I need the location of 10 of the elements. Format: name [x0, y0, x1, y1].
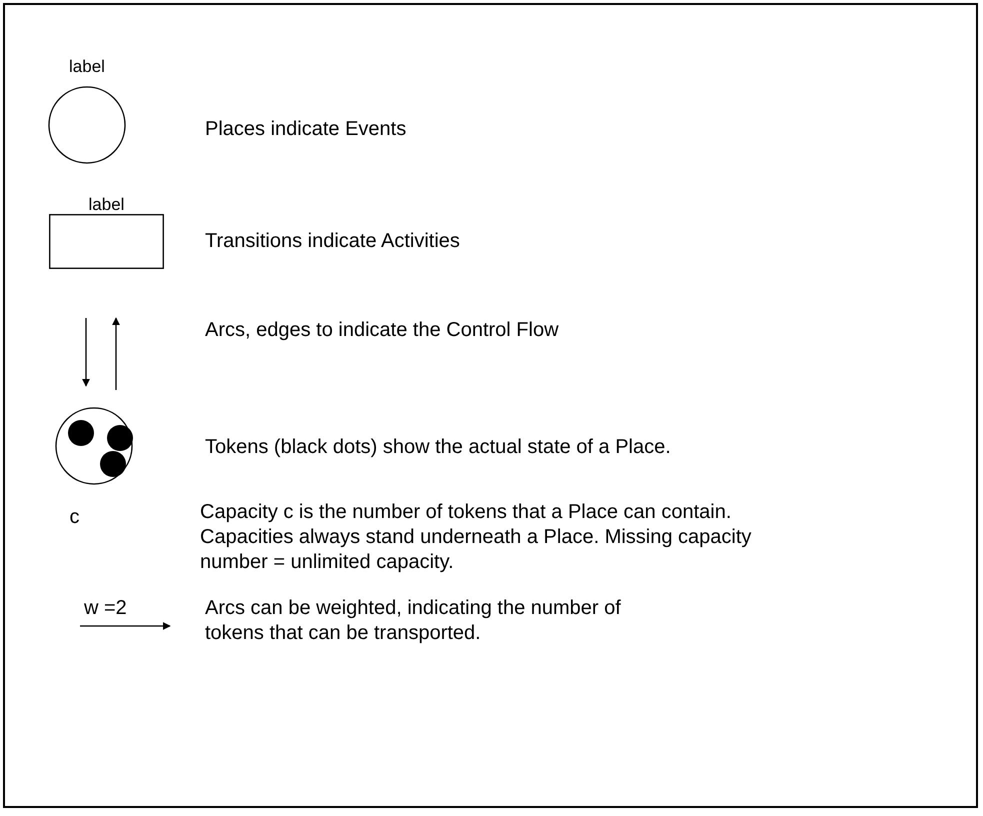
description-text: Transitions indicate Activities	[205, 229, 461, 254]
description-text: Places indicate Events	[205, 117, 408, 142]
description-text: Arcs can be weighted, indicating the number of tokens that can be transported.	[205, 596, 622, 646]
description-text: Arcs, edges to indicate the Control Flow	[205, 318, 560, 343]
description-text: Capacity c is the number of tokens that a Place can contain. Capacities always stand underneath a Place. Missing capacity number = unlimited capacity.	[200, 500, 752, 575]
description-text: Tokens (black dots) show the actual state of a Place.	[205, 435, 672, 460]
node-label: label	[88, 194, 126, 216]
capacity-label: c	[68, 505, 80, 530]
weight-label: w =2	[84, 596, 128, 621]
node-label: label	[68, 56, 106, 78]
